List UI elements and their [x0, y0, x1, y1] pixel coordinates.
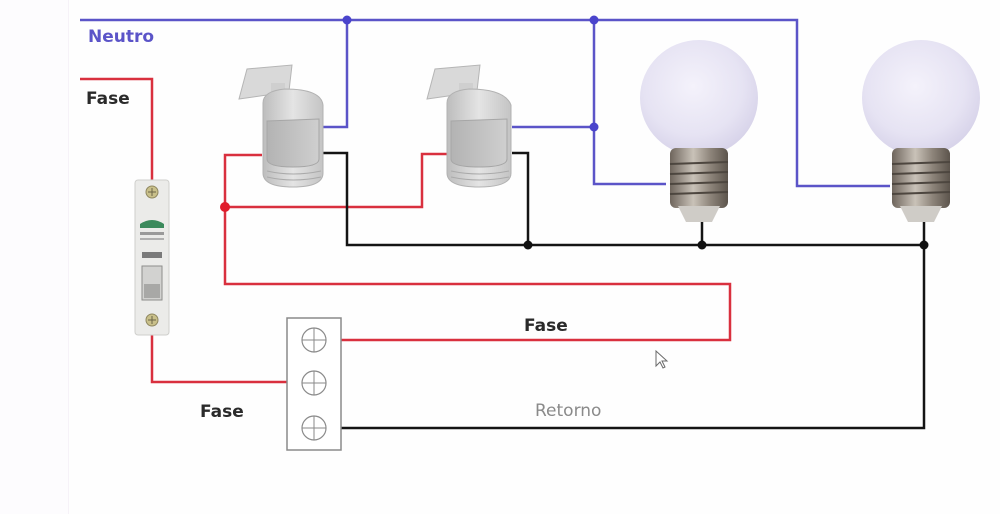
neutral-junction — [589, 122, 599, 132]
terminal-block — [286, 317, 342, 451]
terminal-screw-1 — [301, 327, 327, 353]
phase-breaker-out-wire — [150, 332, 315, 384]
phase-sensor2-wire — [225, 152, 449, 209]
bulb-globe — [640, 40, 758, 156]
return-junction — [697, 240, 707, 250]
neutral-sensor1-wire — [322, 20, 349, 129]
terminal-screw-2 — [301, 370, 327, 396]
motion-sensor-2 — [426, 64, 512, 188]
circuit-breaker — [134, 179, 170, 336]
neutral-junction — [589, 15, 599, 25]
phase-wires — [80, 77, 732, 384]
neutral-lamp1-wire — [592, 127, 666, 186]
label-phase-terminal: Fase — [524, 316, 568, 336]
neutral-junctions — [342, 15, 599, 132]
phase-junction — [220, 202, 230, 212]
neutral-junction — [342, 15, 352, 25]
neutral-main-wire — [80, 18, 890, 188]
bulb-base — [670, 148, 728, 208]
light-bulb-2 — [862, 40, 980, 222]
terminal-screw-3 — [301, 415, 327, 441]
return-junctions — [523, 240, 929, 250]
neutral-sensor2-wire — [512, 20, 596, 129]
return-wires — [322, 151, 926, 430]
bulb-globe — [862, 40, 980, 156]
phase-input-wire — [80, 77, 154, 182]
light-bulb-1 — [640, 40, 758, 222]
label-neutral: Neutro — [88, 27, 154, 47]
phase-terminal-to-sensors-wire — [223, 153, 732, 342]
return-lamp2-wire — [328, 222, 926, 430]
label-return: Retorno — [535, 401, 601, 421]
label-phase-input: Fase — [86, 89, 130, 109]
return-sensor2-wire — [512, 151, 530, 245]
return-sensor1-wire — [322, 151, 924, 247]
motion-sensor-1 — [238, 64, 324, 188]
left-margin — [0, 0, 69, 514]
sensor-lens — [266, 118, 320, 168]
sensor-lens — [450, 118, 508, 168]
return-junction — [919, 240, 929, 250]
mouse-pointer-icon — [655, 349, 669, 369]
return-junction — [523, 240, 533, 250]
breaker-logo — [140, 220, 164, 228]
label-phase-breaker: Fase — [200, 402, 244, 422]
bulb-base — [892, 148, 950, 208]
